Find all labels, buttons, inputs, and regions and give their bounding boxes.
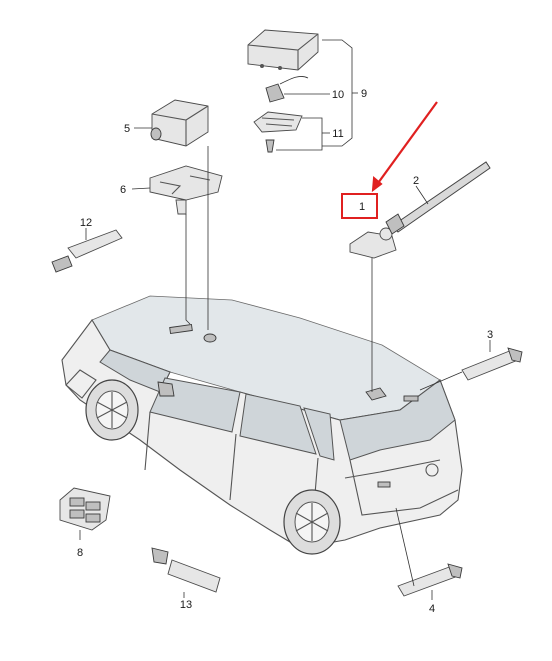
part-13-sensor <box>151 547 221 593</box>
callout-8: 8 <box>77 547 83 559</box>
callout-1-highlight <box>341 101 438 219</box>
part-3-module <box>461 347 523 381</box>
callout-6: 6 <box>120 184 126 196</box>
callout-9: 9 <box>361 88 367 100</box>
callout-1: 1 <box>359 201 365 213</box>
callout-labels: 1 2 3 4 5 6 8 9 10 11 12 13 <box>77 88 493 615</box>
part-11-bracket <box>253 111 303 153</box>
callout-3: 3 <box>487 329 493 341</box>
callout-4: 4 <box>429 603 435 615</box>
callout-12: 12 <box>80 217 92 229</box>
part-2-antenna-rod <box>385 161 491 235</box>
callout-11: 11 <box>332 128 343 140</box>
part-12-sensor <box>51 229 123 273</box>
part-10-connector <box>265 76 309 103</box>
callout-2: 2 <box>413 175 419 187</box>
part-6-bracket <box>149 165 223 215</box>
part-5-module <box>150 99 209 147</box>
part-1-antenna-base <box>349 227 397 259</box>
part-9-control-module <box>247 29 319 71</box>
callout-5: 5 <box>124 123 130 135</box>
callout-13: 13 <box>180 599 192 611</box>
car-illustration <box>61 295 463 555</box>
part-8-switch <box>59 487 111 531</box>
leader-lines <box>79 39 491 600</box>
part-4-module <box>397 563 463 597</box>
callout-10: 10 <box>332 89 344 101</box>
